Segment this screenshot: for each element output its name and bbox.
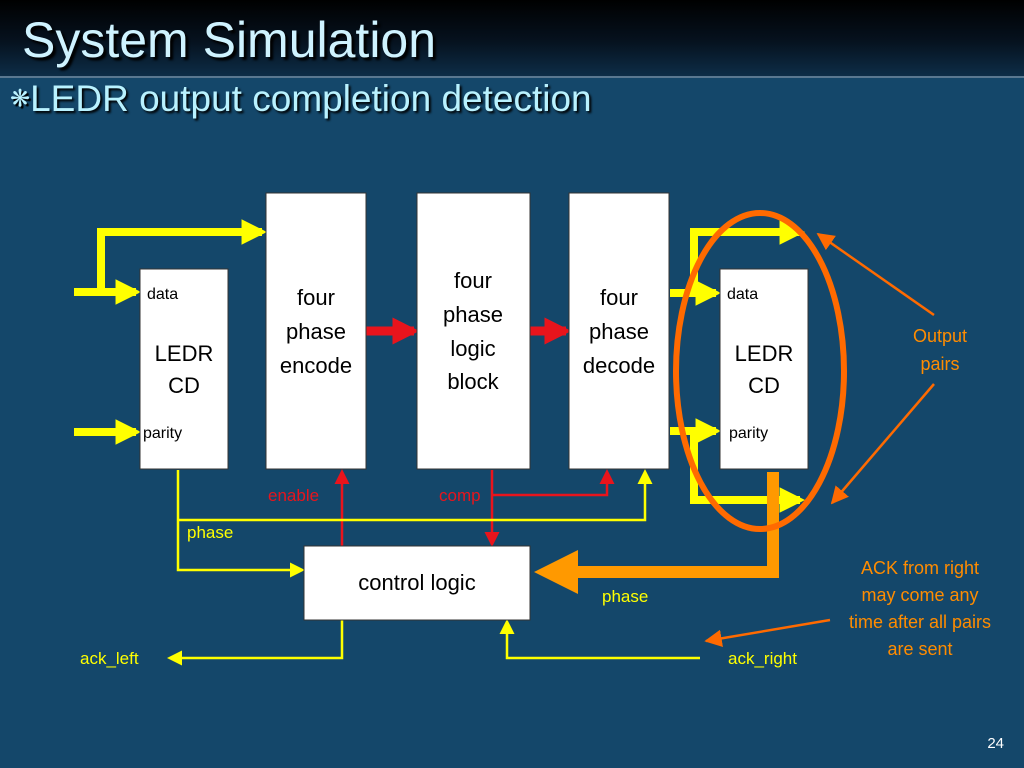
- decode-line2: phase: [589, 319, 649, 344]
- logic-line4: block: [447, 369, 499, 394]
- page-number: 24: [987, 735, 1004, 752]
- output-pairs-pointer-top: [816, 232, 935, 317]
- phase-left-label: phase: [187, 523, 233, 542]
- output-pairs-highlight: [673, 210, 847, 532]
- comp-wire-decode: [492, 469, 615, 497]
- logic-line1: four: [454, 268, 492, 293]
- ledr-right-data-port: data: [727, 286, 758, 303]
- output-pairs-line1: Output: [913, 326, 967, 346]
- decode-line1: four: [600, 285, 638, 310]
- ledr-left-parity-port: parity: [143, 425, 182, 442]
- control-logic-label: control logic: [358, 570, 475, 595]
- ack-note: ACK from right may come any time after a…: [849, 558, 991, 659]
- output-wire-bottom: [690, 431, 806, 513]
- slide-title: System Simulation: [22, 12, 437, 68]
- four-phase-logic-block: four phase logic block: [416, 192, 531, 470]
- phase-feedback-arrow: [575, 472, 779, 578]
- control-yellow-wires: [167, 469, 700, 666]
- ack-left-label: ack_left: [80, 649, 139, 668]
- ledr-left-line2: CD: [168, 373, 200, 398]
- input-wires: [74, 219, 268, 445]
- ack-note-line2: may come any: [861, 585, 978, 605]
- decode-line3: decode: [583, 353, 655, 378]
- asterisk-bullet-icon: ❋: [10, 85, 31, 113]
- encode-line2: phase: [286, 319, 346, 344]
- logic-line2: phase: [443, 302, 503, 327]
- output-pairs-line2: pairs: [920, 354, 959, 374]
- ack-right-wire: [499, 619, 700, 660]
- title-bar: System Simulation: [0, 0, 1024, 78]
- bypass-wire-top: [97, 219, 268, 290]
- ledr-right-line2: CD: [748, 373, 780, 398]
- ledr-left-line1: LEDR: [155, 341, 214, 366]
- enable-label: enable: [268, 486, 319, 505]
- ack-right-label: ack_right: [728, 649, 797, 668]
- ledr-right-parity-port: parity: [729, 425, 768, 442]
- ack-note-pointer: [704, 618, 831, 647]
- encode-line3: encode: [280, 353, 352, 378]
- ack-left-wire: [167, 620, 344, 666]
- output-pairs-pointer-bottom: [830, 383, 935, 505]
- ledr-cd-left-block: data LEDR CD parity: [139, 268, 229, 470]
- logic-line3: logic: [450, 336, 495, 361]
- ledr-right-line1: LEDR: [735, 341, 794, 366]
- control-red-wires: [334, 469, 615, 547]
- phase-right-label: phase: [602, 587, 648, 606]
- phase-to-control-wire: [176, 470, 305, 578]
- phase-bus-wire: [178, 469, 653, 522]
- phase-feedback-arrowhead: [534, 550, 578, 594]
- four-phase-decode-block: four phase decode: [568, 192, 670, 470]
- comp-label: comp: [439, 486, 481, 505]
- ledr-cd-right-block: data LEDR CD parity: [719, 268, 809, 470]
- encode-line1: four: [297, 285, 335, 310]
- ack-note-line3: time after all pairs: [849, 612, 991, 632]
- ledr-left-data-port: data: [147, 286, 178, 303]
- bullet-row: ❋LEDR output completion detection: [10, 78, 592, 128]
- ack-note-line1: ACK from right: [861, 558, 979, 578]
- output-pairs-note: Output pairs: [913, 326, 967, 374]
- bullet-text: LEDR output completion detection: [30, 78, 592, 119]
- control-logic-block: control logic: [303, 545, 531, 621]
- ack-note-line4: are sent: [887, 639, 952, 659]
- four-phase-encode-block: four phase encode: [265, 192, 367, 470]
